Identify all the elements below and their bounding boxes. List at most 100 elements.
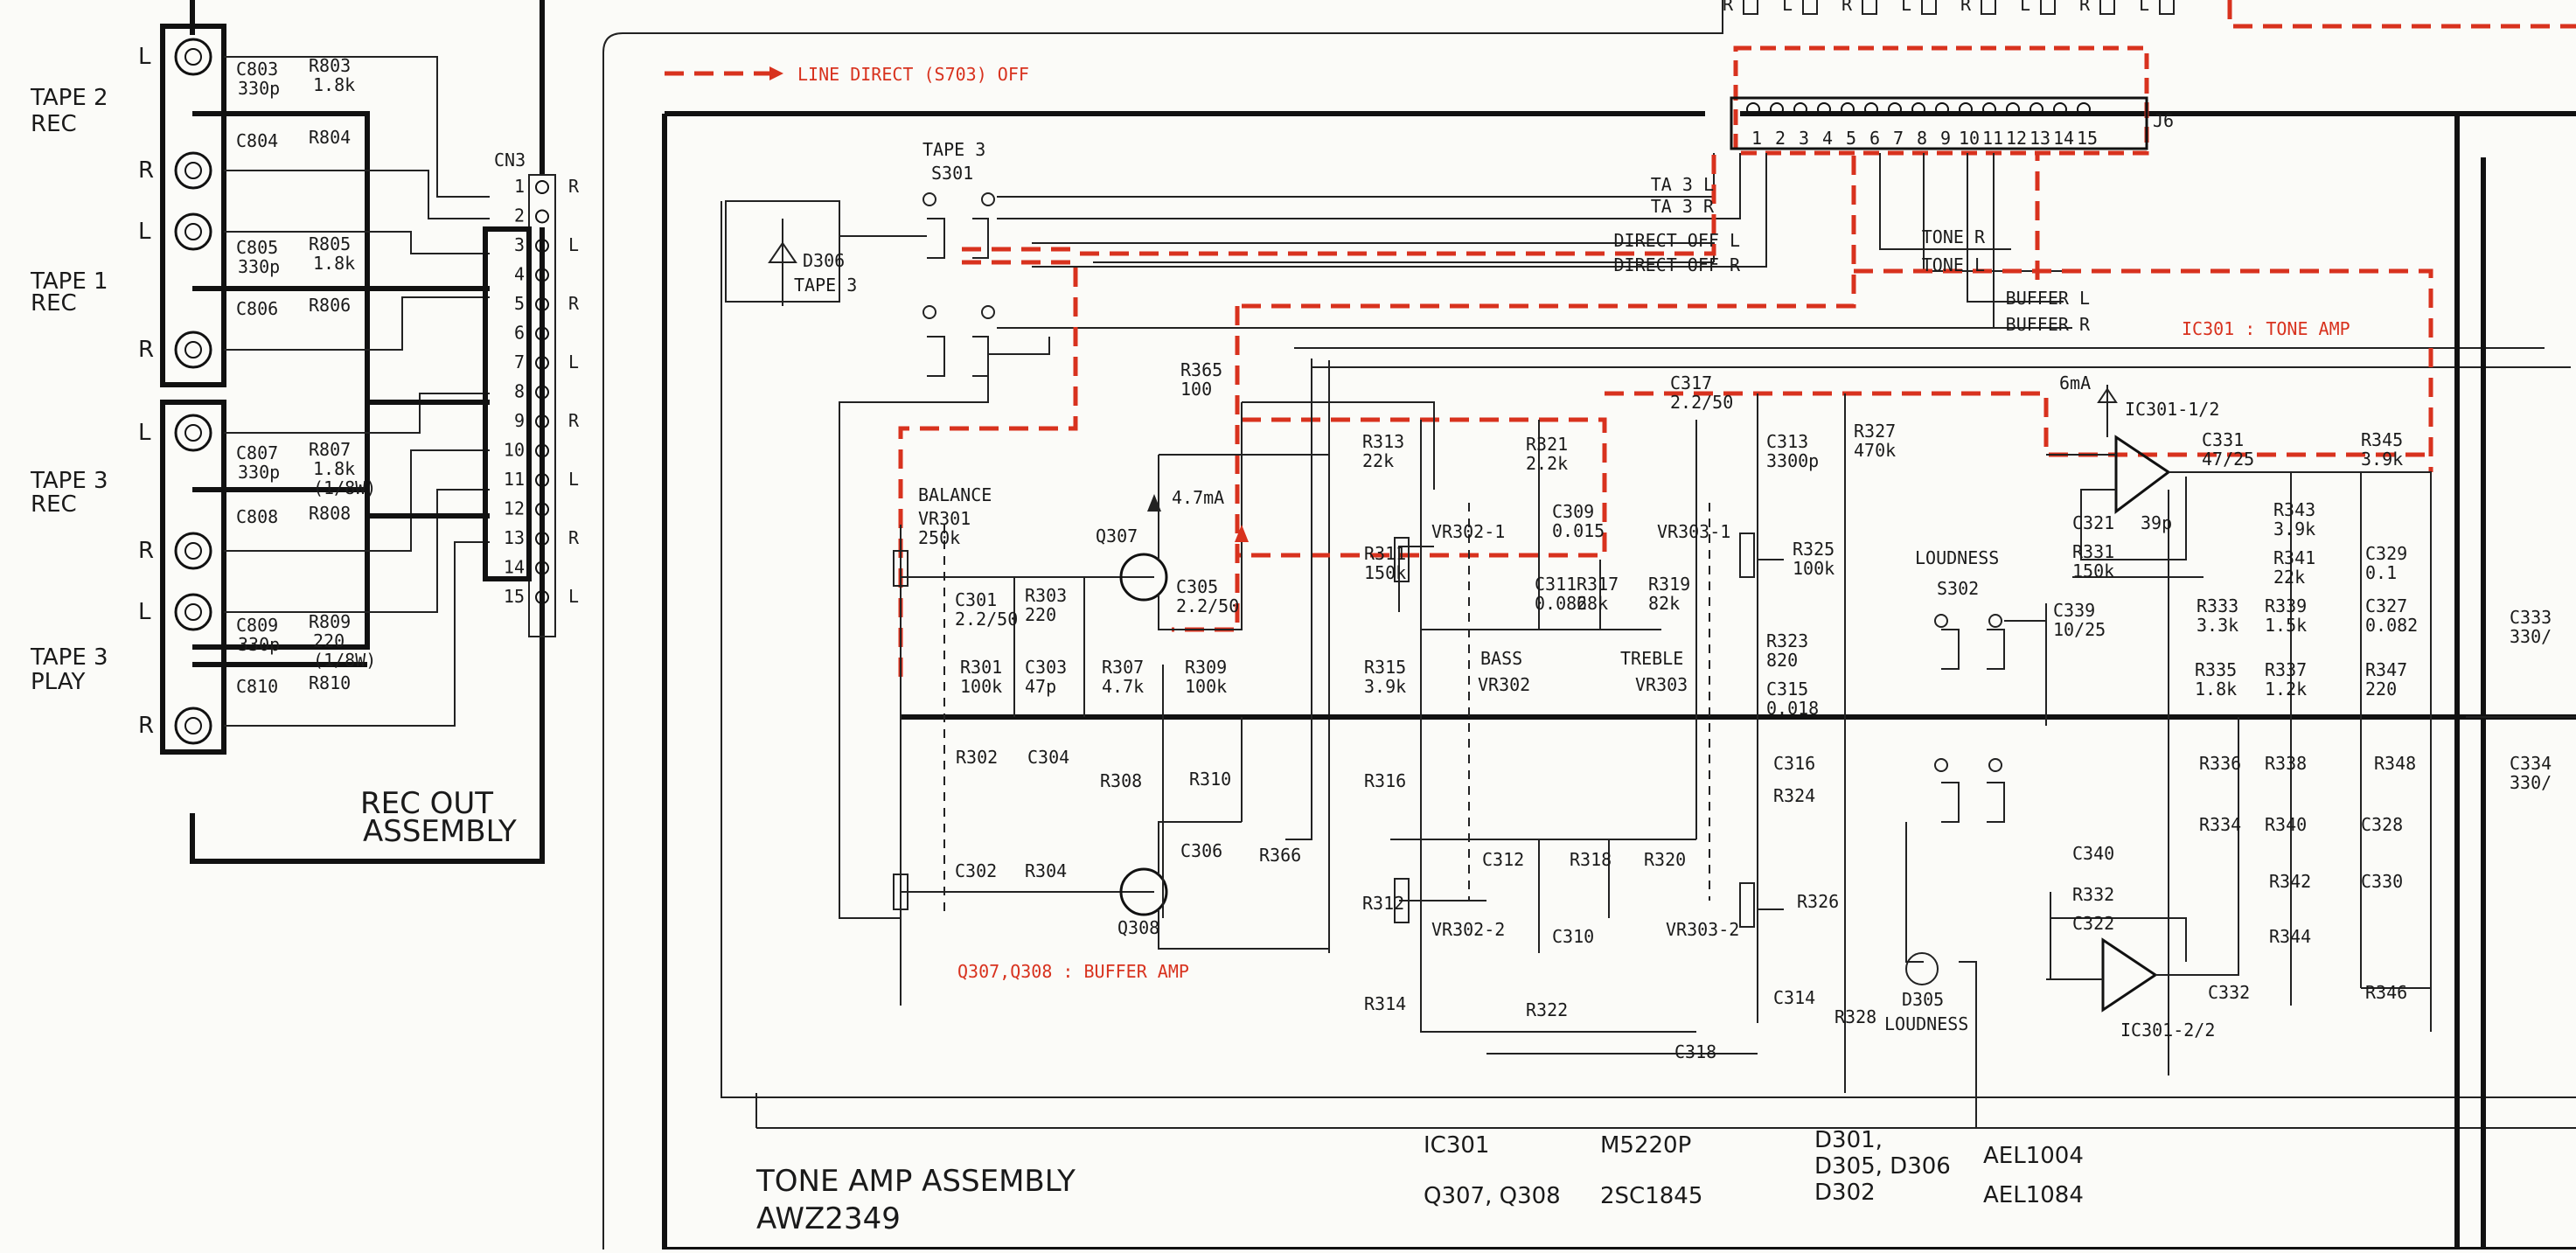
j6-pin-number: 4 bbox=[1822, 128, 1833, 149]
jack-channel-label: L bbox=[138, 44, 151, 70]
buffer-part-ref: R366 bbox=[1259, 845, 1301, 866]
ic-part-ref: C328 bbox=[2361, 814, 2403, 835]
jack-channel-label: L bbox=[138, 219, 151, 245]
rca-jack-icon bbox=[174, 212, 212, 251]
pin-icon bbox=[535, 502, 549, 517]
buffer-part-value: 100k bbox=[1185, 676, 1227, 697]
pin-icon bbox=[535, 560, 549, 575]
tone-part-value: 150k bbox=[1364, 562, 1406, 583]
tone-part-ref: R316 bbox=[1364, 770, 1406, 791]
tone-part-ref: C312 bbox=[1482, 849, 1524, 870]
rec-res-value: 1.8k bbox=[313, 458, 355, 479]
tone-part-ref: R326 bbox=[1797, 891, 1839, 912]
tone-part-ref: R323 bbox=[1766, 630, 1808, 651]
j6-pin-icon bbox=[1935, 102, 1949, 116]
ic-part-value: 47/25 bbox=[2202, 449, 2254, 470]
tag-bracket bbox=[1862, 0, 1877, 15]
cn3-pin-number: 11 bbox=[504, 469, 525, 490]
c334-value: 330/ bbox=[2510, 772, 2552, 793]
cn3-pin-number: 4 bbox=[514, 264, 525, 285]
cn3-pin-number: 12 bbox=[504, 498, 525, 519]
ic-part-ref: R342 bbox=[2269, 871, 2311, 892]
rec-res-label: R808 bbox=[309, 503, 351, 524]
tone-part-ref: R320 bbox=[1644, 849, 1686, 870]
rca-jack-center-icon bbox=[184, 542, 202, 560]
j6-pin-number: 12 bbox=[2006, 128, 2027, 149]
j6-pin-icon bbox=[1770, 102, 1784, 116]
parts-ref: IC301 bbox=[1424, 1132, 1489, 1159]
balance-value: 250k bbox=[918, 527, 960, 548]
treble-ref: VR303 bbox=[1635, 674, 1688, 695]
tape3-switch-ref: S301 bbox=[931, 163, 973, 184]
tone-part-ref: C310 bbox=[1552, 926, 1594, 947]
ic-part-ref: R338 bbox=[2265, 753, 2307, 774]
buffer-part-ref: C301 bbox=[955, 589, 997, 610]
bass-ref: VR302 bbox=[1478, 674, 1530, 695]
j6-pin-number: 5 bbox=[1846, 128, 1856, 149]
tone-control-network bbox=[1390, 393, 1846, 1093]
pin-icon bbox=[535, 532, 549, 546]
tone-part-value: 0.015 bbox=[1552, 520, 1605, 541]
tag-bracket bbox=[2099, 0, 2115, 15]
cn3-pin-number: 15 bbox=[504, 586, 525, 607]
rec-cap-label: C803 bbox=[236, 59, 278, 80]
ic-part-value: 3.9k bbox=[2273, 519, 2315, 539]
buffer-part-value: 2.2/50 bbox=[955, 609, 1018, 630]
pin-icon bbox=[535, 297, 549, 311]
buffer-part-value: 2.2/50 bbox=[1176, 595, 1239, 616]
rec-cap-label: C808 bbox=[236, 506, 278, 527]
ic-part-value: 3.3k bbox=[2197, 615, 2238, 636]
ic-part-ref: R333 bbox=[2197, 595, 2238, 616]
c334-label: C334 bbox=[2510, 753, 2552, 774]
j6-pin-number: 6 bbox=[1869, 128, 1880, 149]
tone-part-ref: R327 bbox=[1854, 421, 1896, 442]
ic-part-ref: R339 bbox=[2265, 595, 2307, 616]
rec-out-title: REC OUT bbox=[360, 786, 493, 821]
signal-name: DIRECT OFF R bbox=[1614, 254, 1741, 275]
tone-part-value: 3.9k bbox=[1364, 676, 1406, 697]
cn3-pin-number: 14 bbox=[504, 557, 525, 578]
rec-cap-value: 330p bbox=[238, 78, 280, 99]
tone-part-value: 470k bbox=[1854, 440, 1896, 461]
buffer-part-ref: R304 bbox=[1025, 860, 1067, 881]
rec-res-label: R803 bbox=[309, 55, 351, 76]
signal-name: TONE L bbox=[1922, 254, 1985, 275]
ic-part-ref: R335 bbox=[2195, 659, 2237, 680]
legend-text: LINE DIRECT (S703) OFF bbox=[797, 64, 1029, 85]
rec-cap-label: C807 bbox=[236, 442, 278, 463]
tape-name-label: TAPE 1 bbox=[30, 268, 108, 295]
j6-pin-number: 7 bbox=[1893, 128, 1904, 149]
connector-tag: R bbox=[1723, 0, 1734, 15]
connector-tag: L bbox=[2020, 0, 2030, 15]
tone-part-ref: R318 bbox=[1570, 849, 1612, 870]
cn3-tag: L bbox=[568, 234, 579, 255]
tone-part-ref: R315 bbox=[1364, 657, 1406, 678]
rec-out-title: ASSEMBLY bbox=[363, 814, 517, 849]
buffer-part-ref: R307 bbox=[1102, 657, 1144, 678]
connector-label: CN3 bbox=[494, 150, 526, 171]
buffer-part-ref: R365 bbox=[1180, 359, 1222, 380]
ic-part-ref: C340 bbox=[2072, 843, 2114, 864]
jack-channel-label: R bbox=[138, 337, 154, 363]
tone-part-value: 68k bbox=[1577, 593, 1608, 614]
j6-pin-number: 8 bbox=[1917, 128, 1927, 149]
tone-pot-label: VR302-1 bbox=[1431, 521, 1505, 542]
tone-part-ref: R322 bbox=[1526, 999, 1568, 1020]
tag-bracket bbox=[1981, 0, 1996, 15]
ic-part-ref: C322 bbox=[2072, 913, 2114, 934]
jack-channel-label: R bbox=[138, 538, 154, 564]
ic-part-ref: C332 bbox=[2208, 982, 2250, 1003]
tag-bracket bbox=[1802, 0, 1818, 15]
tone-part-ref: R325 bbox=[1793, 539, 1835, 560]
tape-name-label: TAPE 2 bbox=[30, 85, 108, 111]
buffer-part-ref: R309 bbox=[1185, 657, 1227, 678]
tone-part-value: 2.2/50 bbox=[1670, 392, 1733, 413]
tone-part-ref: R319 bbox=[1648, 574, 1690, 595]
buffer-amp-note: Q307,Q308 : BUFFER AMP bbox=[957, 961, 1189, 982]
diode-ref: D305, D306 bbox=[1814, 1153, 1951, 1180]
tone-part-ref: C316 bbox=[1773, 753, 1815, 774]
ic-part-ref: C339 bbox=[2053, 600, 2095, 621]
ic-part-ref: R343 bbox=[2273, 499, 2315, 520]
